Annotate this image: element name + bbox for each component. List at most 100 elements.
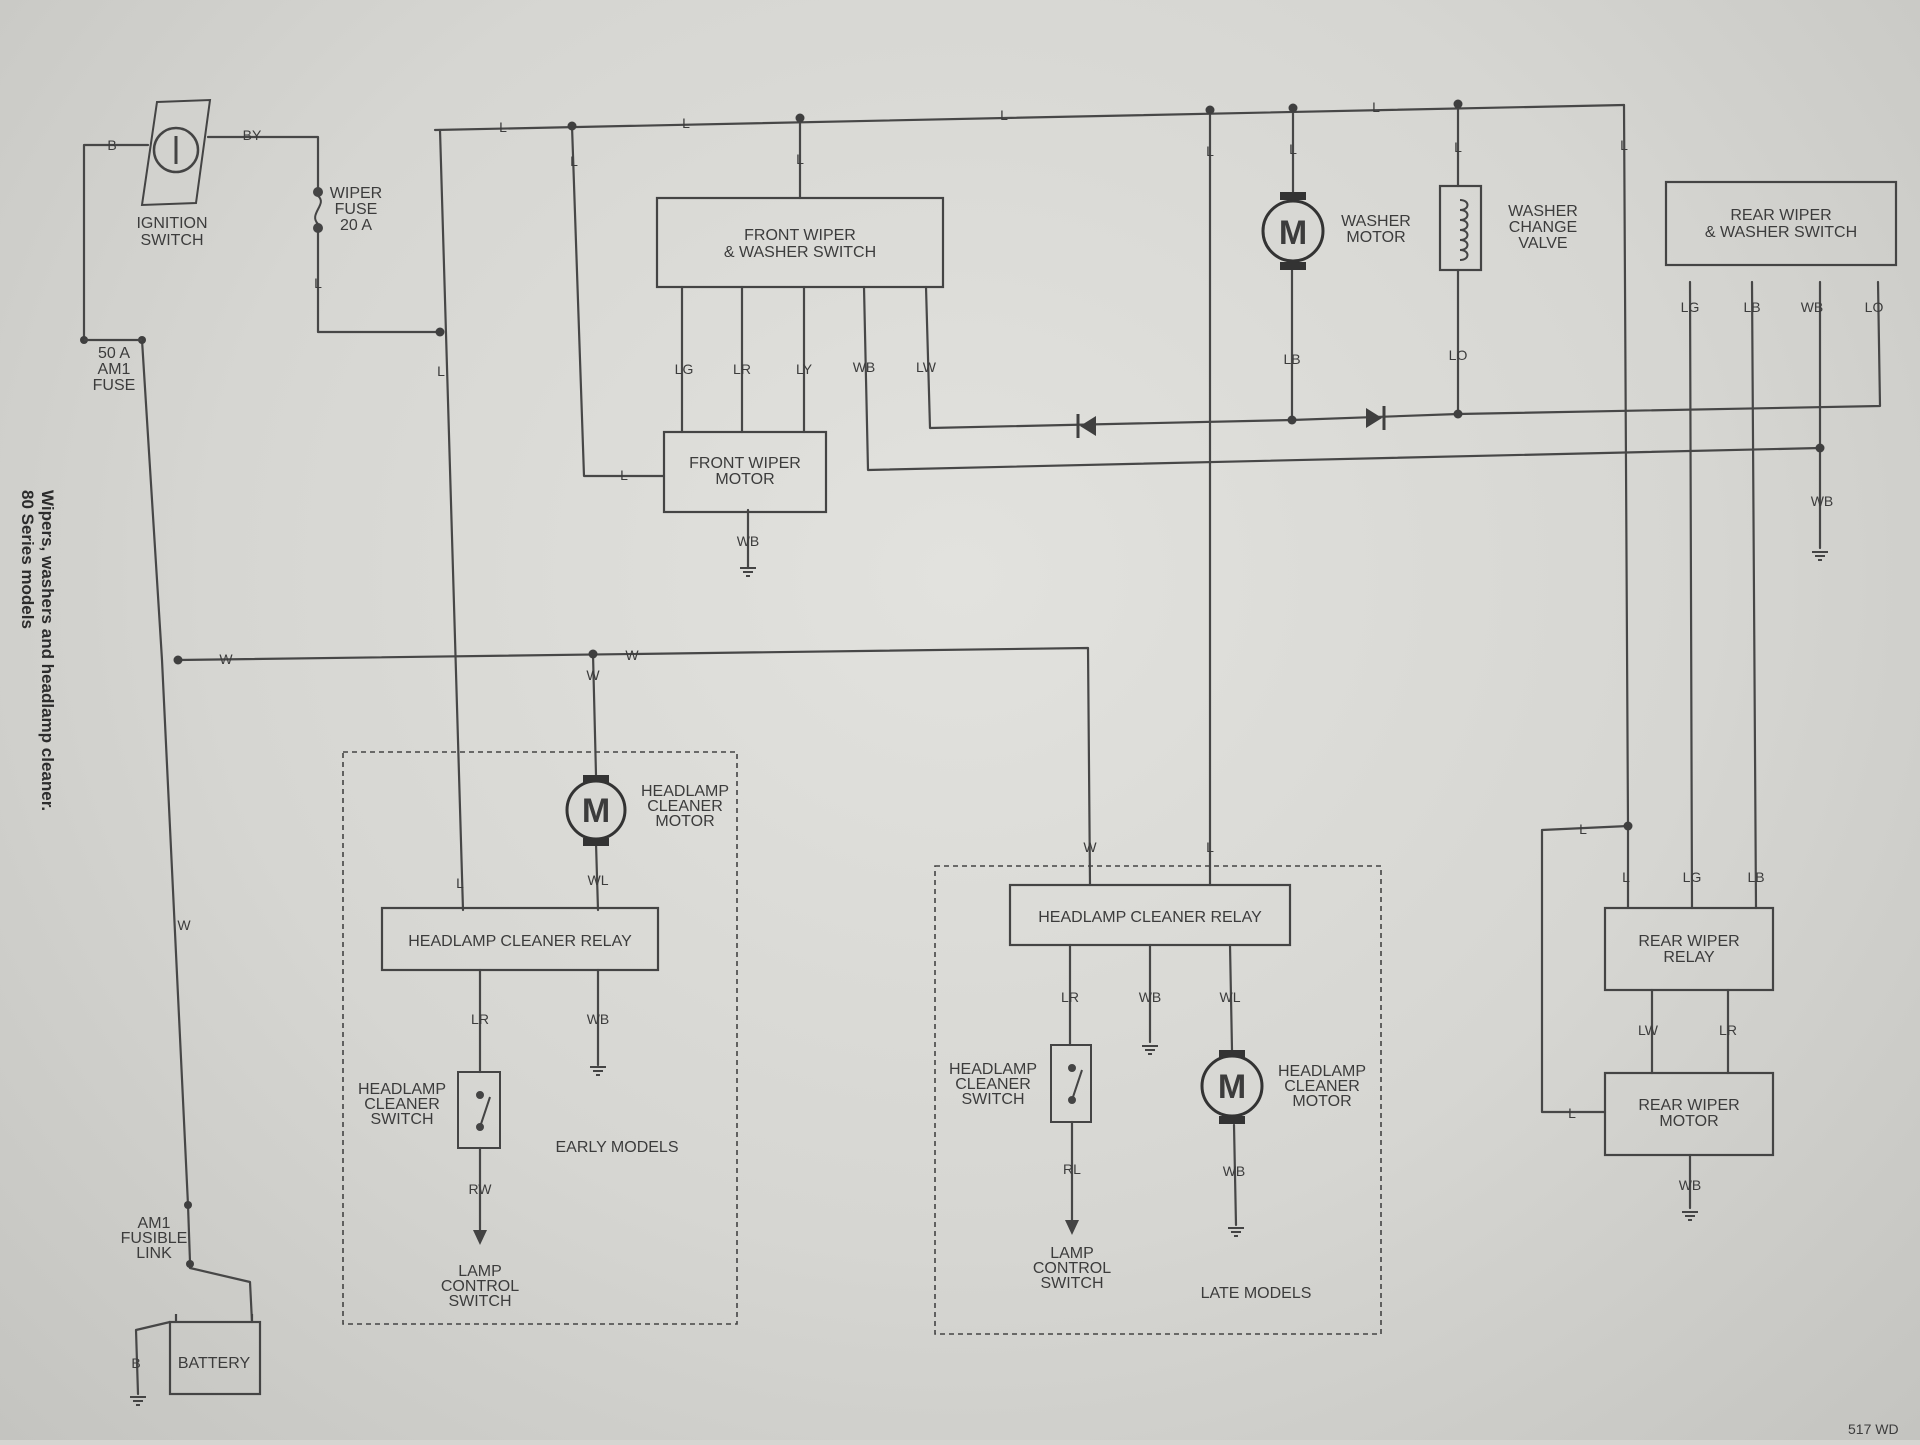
wire-label: LY bbox=[796, 361, 813, 377]
wire-label: WB bbox=[853, 359, 876, 375]
battery-terminals bbox=[174, 1314, 254, 1322]
late-relay-label: HEADLAMP CLEANER RELAY bbox=[1038, 909, 1262, 926]
rear-switch-label: REAR WIPER& WASHER SWITCH bbox=[1705, 207, 1857, 241]
wire-label: WB bbox=[1679, 1177, 1702, 1193]
wire-label: L bbox=[620, 467, 628, 483]
battery-label: BATTERY bbox=[178, 1355, 251, 1372]
wire-label: LO bbox=[1865, 299, 1884, 315]
wire-label: WB bbox=[1223, 1163, 1246, 1179]
early-lamp-arrow-icon bbox=[473, 1230, 487, 1245]
wire-label: L bbox=[1206, 839, 1214, 855]
wire-l-bus bbox=[433, 103, 1626, 132]
wire-label: LR bbox=[733, 361, 751, 377]
front-switch-label: FRONT WIPER& WASHER SWITCH bbox=[724, 227, 876, 261]
wiper-fuse bbox=[313, 187, 323, 233]
wire-label: W bbox=[219, 651, 233, 667]
wire-label: L bbox=[1000, 107, 1008, 123]
wire-label: WB bbox=[1811, 493, 1834, 509]
wire-label: L bbox=[1206, 143, 1214, 159]
wire-label: W bbox=[586, 667, 600, 683]
ground-icon bbox=[1812, 551, 1828, 561]
wire-label: WB bbox=[1139, 989, 1162, 1005]
wire-lw-front bbox=[924, 280, 1882, 430]
wire-by bbox=[206, 135, 320, 190]
rear-wiper-washer-switch bbox=[1664, 180, 1898, 267]
wire-label: L bbox=[796, 151, 804, 167]
wire-rear-l-loop bbox=[1540, 824, 1630, 1114]
ground-icon bbox=[130, 1396, 146, 1406]
front-wiper-washer-switch bbox=[655, 196, 945, 289]
wire-label: LG bbox=[675, 361, 694, 377]
wire-w-early-motor bbox=[591, 652, 598, 777]
early-relay-label: HEADLAMP CLEANER RELAY bbox=[408, 933, 632, 950]
battery bbox=[168, 1320, 262, 1396]
wire-b-ignition bbox=[82, 143, 150, 342]
wire-label: LW bbox=[916, 359, 937, 375]
early-models-label: EARLY MODELS bbox=[555, 1139, 678, 1156]
wire-label: LR bbox=[1719, 1022, 1737, 1038]
wire-late-wb2 bbox=[1232, 1123, 1238, 1227]
ground-icon bbox=[1142, 1045, 1158, 1055]
wire-label: BY bbox=[243, 127, 262, 143]
late-motor-symbol: M bbox=[1218, 1068, 1246, 1106]
washer-motor-icon bbox=[1261, 192, 1325, 270]
wire-label: LB bbox=[1743, 299, 1760, 315]
ground-icon bbox=[740, 567, 756, 577]
wire-label: WL bbox=[588, 872, 609, 888]
ignition-switch bbox=[140, 98, 212, 207]
wire-label: LB bbox=[1283, 351, 1300, 367]
wire-label: L bbox=[1622, 869, 1630, 885]
ground-icon bbox=[1228, 1227, 1244, 1237]
late-models-label: LATE MODELS bbox=[1201, 1285, 1312, 1302]
wire-label: LG bbox=[1681, 299, 1700, 315]
wire-label: L bbox=[1568, 1105, 1576, 1121]
late-headlamp-cleaner-motor-icon bbox=[1200, 1050, 1264, 1124]
wire-label: W bbox=[177, 917, 191, 933]
wire-rear-lg bbox=[1688, 280, 1694, 910]
wire-label: L bbox=[314, 275, 322, 291]
early-headlamp-cleaner-motor-icon bbox=[565, 775, 627, 846]
wire-w-main bbox=[140, 338, 190, 1207]
wire-label: L bbox=[456, 875, 464, 891]
wire-w-headlamp bbox=[176, 646, 1092, 887]
early-headlamp-cleaner-relay bbox=[380, 906, 660, 972]
diode-1 bbox=[1076, 414, 1096, 438]
late-headlamp-cleaner-switch-icon bbox=[1050, 1044, 1092, 1123]
front-wiper-motor bbox=[662, 430, 828, 514]
washer-change-valve bbox=[1438, 184, 1483, 272]
wire-label: WB bbox=[587, 1011, 610, 1027]
wire-label: LW bbox=[1638, 1022, 1659, 1038]
wire-rear-lb bbox=[1750, 280, 1758, 910]
wire-label: W bbox=[625, 647, 639, 663]
wire-label: RW bbox=[468, 1181, 492, 1197]
late-models-area bbox=[934, 865, 1382, 1335]
wire-label: L bbox=[570, 153, 578, 169]
wire-label: L bbox=[1372, 99, 1380, 115]
wire-label: LR bbox=[1061, 989, 1079, 1005]
early-models-area bbox=[342, 751, 738, 1325]
wire-l-fuse bbox=[316, 228, 442, 334]
early-headlamp-cleaner-switch-icon bbox=[457, 1071, 501, 1149]
side-title: Wipers, washers and headlamp cleaner.80 … bbox=[18, 490, 57, 811]
late-lamp-arrow-icon bbox=[1065, 1220, 1079, 1235]
wire-label: L bbox=[1454, 139, 1462, 155]
rear-wiper-relay bbox=[1603, 906, 1775, 992]
diode-2 bbox=[1366, 406, 1386, 430]
wire-label: RL bbox=[1063, 1161, 1081, 1177]
wire-label: B bbox=[107, 137, 116, 153]
wire-battery-pos bbox=[188, 1266, 254, 1324]
wire-label: L bbox=[1289, 141, 1297, 157]
rear-wiper-motor bbox=[1603, 1071, 1775, 1157]
